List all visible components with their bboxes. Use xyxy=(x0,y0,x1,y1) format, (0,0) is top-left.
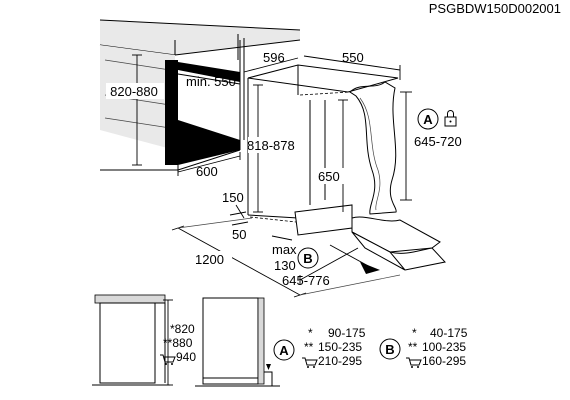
plinth-height-label: 150 xyxy=(222,190,244,205)
appliance-height-label: 818-878 xyxy=(247,138,295,153)
side-profile: *820 **880 940 xyxy=(92,294,196,386)
appliance-depth-label: 550 xyxy=(342,50,364,65)
table-b-value-2: 100-235 xyxy=(422,340,466,354)
table-b-value-3: 160-295 xyxy=(422,354,466,368)
table-a: A * 90-175 ** 150-235 210-295 xyxy=(273,326,366,368)
door-height-label: 650 xyxy=(318,169,340,184)
dim-door-travel: B 645-776 xyxy=(282,247,359,288)
max-value-label: 130 xyxy=(274,258,296,273)
cart-icon xyxy=(160,354,176,365)
callout-b-mid-label: B xyxy=(303,251,312,266)
dishwasher-door xyxy=(329,81,446,274)
callout-a-top-label: A xyxy=(423,112,433,127)
dim-appliance-width: 596 xyxy=(243,50,299,77)
table-b-label: B xyxy=(385,342,394,357)
niche-height-label: 820-880 xyxy=(110,84,158,99)
table-a-mark-1: * xyxy=(308,326,313,340)
front-profile xyxy=(195,297,280,387)
callout-a-top xyxy=(417,108,439,130)
door-a-height-label: 645-720 xyxy=(414,134,462,149)
table-a-callout xyxy=(273,339,295,361)
dim-door-height: 650 xyxy=(316,99,348,212)
dim-door-a: 645-720 A xyxy=(400,91,462,201)
front-height-3: 940 xyxy=(176,350,196,364)
table-b-mark-1: * xyxy=(412,326,417,340)
table-a-value-1: 90-175 xyxy=(328,326,366,340)
table-b: B * 40-175 ** 100-235 160-295 xyxy=(379,326,468,368)
niche-width-label: 600 xyxy=(196,164,218,179)
table-a-value-3: 210-295 xyxy=(318,354,362,368)
dim-appliance-depth: 550 xyxy=(303,50,401,80)
plinth-depth-label: 50 xyxy=(232,227,246,242)
table-b-cart-icon xyxy=(406,357,422,368)
dim-niche-width: 600 xyxy=(177,152,241,179)
total-depth-label: 1200 xyxy=(195,252,224,267)
diagram-code: PSGBDW150D002001 xyxy=(429,1,561,16)
dim-niche-height: 820-880 xyxy=(106,54,164,166)
table-a-cart-icon xyxy=(302,357,318,368)
table-a-label: A xyxy=(279,343,289,358)
table-b-value-1: 40-175 xyxy=(430,326,468,340)
door-travel-label: 645-776 xyxy=(282,273,330,288)
dim-total-depth: 1200 xyxy=(171,217,401,298)
front-height-2: **880 xyxy=(163,336,193,350)
table-b-callout xyxy=(379,338,401,360)
dim-plinth: 150 50 xyxy=(222,190,249,242)
dim-max: max 130 xyxy=(271,235,297,273)
appliance-width-label: 596 xyxy=(263,50,285,65)
lock-icon xyxy=(444,110,457,127)
depth-min-label: min. 550 xyxy=(186,74,236,89)
table-a-value-2: 150-235 xyxy=(318,340,362,354)
max-label: max xyxy=(272,242,297,257)
table-b-mark-2: ** xyxy=(408,340,418,354)
dim-appliance-height: 818-878 xyxy=(247,84,304,213)
table-a-mark-2: ** xyxy=(304,340,314,354)
front-height-1: *820 xyxy=(170,322,195,336)
callout-b-mid xyxy=(297,247,319,269)
dim-depth-min: min. 550 xyxy=(177,73,241,89)
